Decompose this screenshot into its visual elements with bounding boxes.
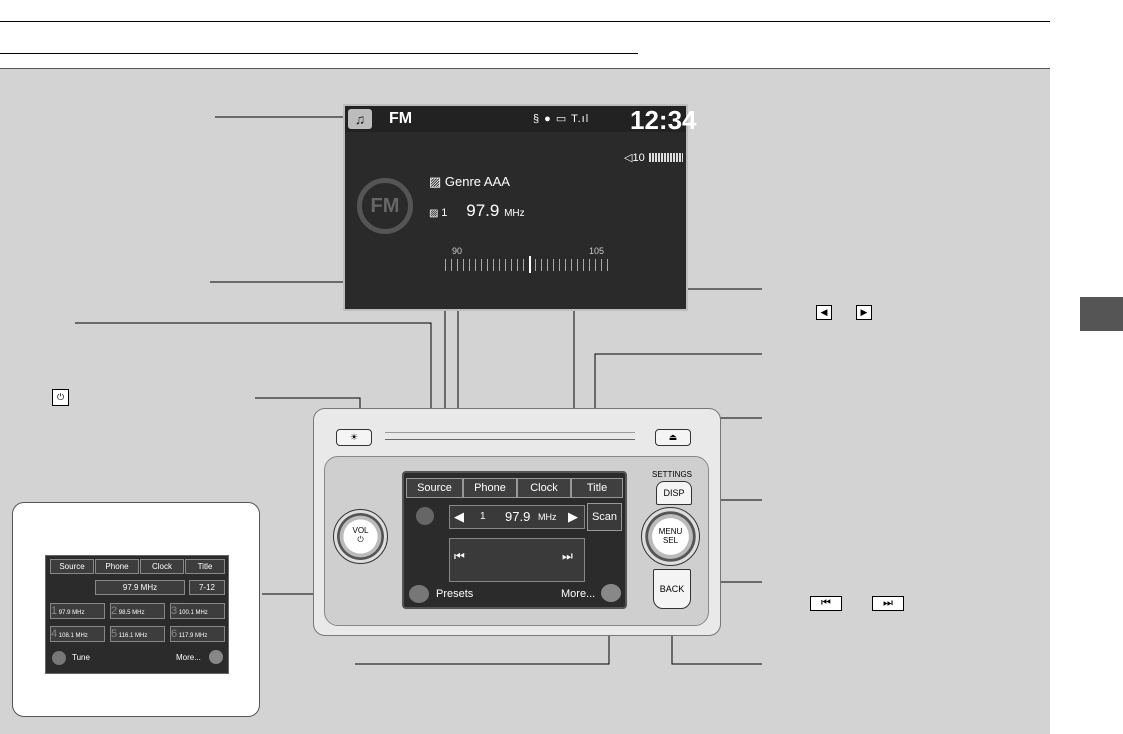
inset-tab-source[interactable]: Source xyxy=(50,559,94,574)
more-button[interactable] xyxy=(601,584,621,602)
sel-label: SEL xyxy=(662,536,679,545)
vol-label: VOL xyxy=(352,526,369,535)
disp-button[interactable]: DISP xyxy=(656,481,692,505)
display-header xyxy=(345,106,686,132)
preset-4-num: 4 xyxy=(51,628,58,640)
status-icons: § ● ▭ T.ıl xyxy=(533,113,590,125)
volume-bar xyxy=(649,153,683,162)
eject-button[interactable]: ⏏ xyxy=(655,429,691,446)
preset-4-freq: 108.1 MHz xyxy=(58,633,88,639)
volume-level: ◁10 xyxy=(624,152,645,164)
genre-icon: ▨ xyxy=(429,174,445,189)
inset-tab-phone[interactable]: Phone xyxy=(95,559,139,574)
inset-more-button[interactable] xyxy=(209,650,223,664)
seek-right-arrow-icon: ▶ xyxy=(856,305,872,320)
preset-2[interactable]: 2 98.5 MHz xyxy=(110,603,165,619)
inset-tab-clock[interactable]: Clock xyxy=(140,559,184,574)
subheader-rule xyxy=(0,53,638,54)
tuner-frequency: 97.9 xyxy=(505,509,531,524)
preset-3[interactable]: 3 100.1 MHz xyxy=(170,603,225,619)
settings-label: SETTINGS xyxy=(652,470,693,479)
preset-5-freq: 116.1 MHz xyxy=(118,633,148,639)
music-note-icon[interactable]: ♫ xyxy=(348,109,372,129)
audio-display-screen: ♫ FM § ● ▭ T.ıl 12:34 ◁10 FM ▨ Genre AAA… xyxy=(343,104,697,311)
fm-source-icon xyxy=(416,507,434,525)
tuner-frequency-unit: MHz xyxy=(538,512,557,522)
inset-preset-range[interactable]: 7-12 xyxy=(189,580,225,595)
clock: 12:34 xyxy=(630,105,697,135)
tuner-preset-number: 1 xyxy=(480,511,486,522)
preset-1-freq: 97.9 MHz xyxy=(58,610,85,616)
band-label: FM xyxy=(389,110,413,127)
frequency-unit: MHz xyxy=(504,208,525,219)
tab-source[interactable]: Source xyxy=(406,478,463,498)
fm-logo-icon: FM xyxy=(357,178,413,234)
skip-forward-icon: ⏭ xyxy=(872,596,904,611)
skip-area: ⏮ ⏭ xyxy=(449,538,585,582)
tab-clock[interactable]: Clock xyxy=(517,478,571,498)
inset-tuner: 97.9 MHz xyxy=(95,580,185,595)
inset-more-label[interactable]: More... xyxy=(176,653,201,662)
tuner-bar: ◀ 1 97.9 MHz ▶ xyxy=(449,505,585,529)
tune-label[interactable]: Tune xyxy=(72,653,90,662)
scan-button[interactable]: Scan xyxy=(587,503,622,531)
seek-up-button[interactable]: ▶ xyxy=(568,509,578,524)
power-icon: ⏻ xyxy=(52,389,69,406)
more-label[interactable]: More... xyxy=(561,588,596,600)
preset-number: 1 xyxy=(441,207,448,219)
preset-2-num: 2 xyxy=(111,605,118,617)
scale-min: 90 xyxy=(452,246,463,256)
tuning-scale xyxy=(445,259,610,271)
genre-text: Genre AAA xyxy=(444,174,510,189)
skip-forward-button[interactable]: ⏭ xyxy=(562,549,573,563)
presets-label[interactable]: Presets xyxy=(436,588,474,600)
seek-down-button[interactable]: ◀ xyxy=(454,509,464,524)
menu-label: MENU xyxy=(658,527,683,536)
preset-1-num: 1 xyxy=(51,605,58,617)
preset-3-freq: 100.1 MHz xyxy=(178,610,208,616)
preset-5[interactable]: 5 116.1 MHz xyxy=(110,626,165,642)
presets-icon[interactable] xyxy=(409,585,429,603)
chapter-tab-marker xyxy=(1080,297,1123,331)
header-rule xyxy=(0,21,1050,22)
preset-6[interactable]: 6 117.9 MHz xyxy=(170,626,225,642)
skip-back-icon: ⏮ xyxy=(810,596,842,611)
preset-badge: ▨ xyxy=(429,208,442,219)
preset-1[interactable]: 1 97.9 MHz xyxy=(50,603,105,619)
genre-row: ▨ Genre AAA xyxy=(429,174,510,190)
scale-max: 105 xyxy=(589,246,605,256)
skip-back-button[interactable]: ⏮ xyxy=(454,549,465,563)
tab-title[interactable]: Title xyxy=(571,478,623,498)
inset-tab-title[interactable]: Title xyxy=(185,559,225,574)
seek-left-arrow-icon: ◀ xyxy=(816,305,832,320)
preset-6-num: 6 xyxy=(171,628,178,640)
cd-slot xyxy=(385,432,635,440)
brightness-button[interactable]: ☀ xyxy=(336,429,372,446)
preset-5-num: 5 xyxy=(111,628,118,640)
volume-value: 10 xyxy=(632,152,645,164)
knob-power-icon: ⏻ xyxy=(357,535,364,544)
inset-tuner-text: 97.9 MHz xyxy=(122,583,158,592)
tab-phone[interactable]: Phone xyxy=(463,478,517,498)
preset-3-num: 3 xyxy=(171,605,178,617)
tune-icon[interactable] xyxy=(52,651,66,665)
frequency-value: 97.9 xyxy=(466,201,500,220)
preset-4[interactable]: 4 108.1 MHz xyxy=(50,626,105,642)
volume-power-knob[interactable]: VOL⏻ xyxy=(333,509,388,564)
back-button[interactable]: BACK xyxy=(653,569,691,609)
frequency-row: ▨ 1 97.9 MHz xyxy=(429,201,525,221)
preset-2-freq: 98.5 MHz xyxy=(118,610,145,616)
preset-6-freq: 117.9 MHz xyxy=(178,633,208,639)
tuning-needle xyxy=(529,256,531,273)
